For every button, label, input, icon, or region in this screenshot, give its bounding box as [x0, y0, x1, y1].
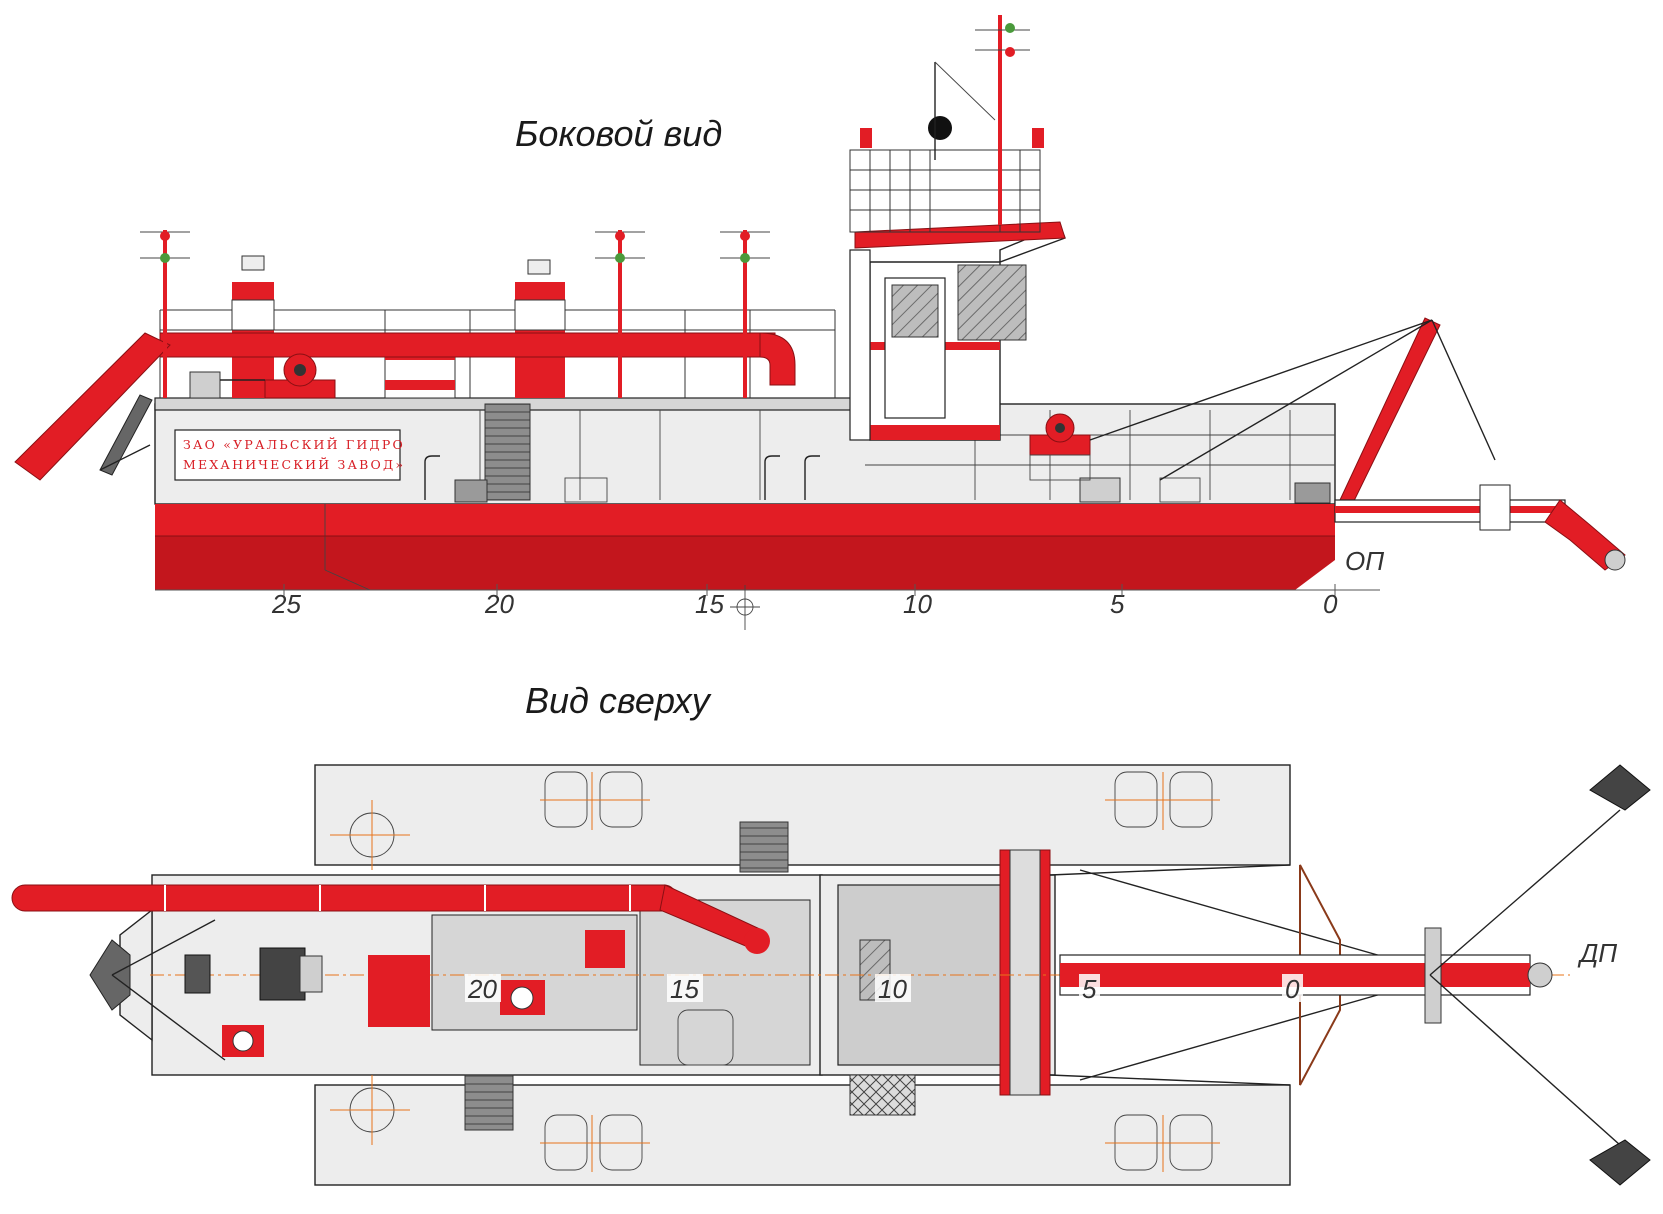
top-stern-frame: [1049, 764, 1651, 1186]
top-view-title: Вид сверху: [525, 680, 712, 721]
side-frame-mark-25: 25: [271, 589, 301, 619]
side-discharge-pipe: [14, 332, 796, 481]
side-stern-gantry: [1089, 317, 1626, 571]
side-frame-mark-20: 20: [484, 589, 514, 619]
side-frame-mark-10: 10: [903, 589, 932, 619]
top-frame-mark-0: 0: [1285, 974, 1300, 1004]
top-view: ДП 20 15 10 5 0: [11, 764, 1651, 1186]
side-winch-1: [189, 353, 336, 399]
side-hull: [154, 397, 1336, 591]
top-frame-mark-20: 20: [467, 974, 497, 1004]
side-frame-mark-15: 15: [695, 589, 724, 619]
baseline-label: ОП: [1345, 546, 1384, 576]
top-frame-mark-bg: [465, 974, 501, 1002]
side-view-title: Боковой вид: [515, 113, 722, 154]
top-frame-mark-15: 15: [670, 974, 699, 1004]
top-frame-mark-bg: [1079, 974, 1100, 1002]
side-wheelhouse: [849, 15, 1066, 441]
top-frame-marks: 20 15 10 5 0: [465, 974, 1303, 1004]
centerline-label: ДП: [1577, 938, 1617, 968]
company-sign-line2: МЕХАНИЧЕСКИЙ ЗАВОД»: [183, 456, 405, 472]
company-sign-line1: ЗАО «УРАЛЬСКИЙ ГИДРО: [183, 436, 405, 452]
top-frame-mark-bg: [1282, 974, 1303, 1002]
side-frame-marks: 25 20 15 10 5 0: [271, 584, 1338, 619]
side-frame-mark-0: 0: [1323, 589, 1338, 619]
side-frame-mark-5: 5: [1110, 589, 1125, 619]
top-frame-mark-5: 5: [1082, 974, 1097, 1004]
top-frame-mark-bg: [667, 974, 703, 1002]
side-baseline: ОП 25 20 15 10 5 0: [155, 546, 1384, 630]
company-sign: ЗАО «УРАЛЬСКИЙ ГИДРО МЕХАНИЧЕСКИЙ ЗАВОД»: [174, 429, 405, 481]
side-masts: [140, 230, 770, 398]
side-winch-2: [1029, 413, 1091, 481]
top-frame-mark-bg: [875, 974, 911, 1002]
top-frame-mark-10: 10: [878, 974, 907, 1004]
top-pontoon-upper: [314, 764, 1291, 866]
side-view: ЗАО «УРАЛЬСКИЙ ГИДРО МЕХАНИЧЕСКИЙ ЗАВОД»: [14, 15, 1626, 630]
side-bow-ladder: [99, 394, 153, 476]
top-discharge-pipe: [11, 884, 770, 954]
